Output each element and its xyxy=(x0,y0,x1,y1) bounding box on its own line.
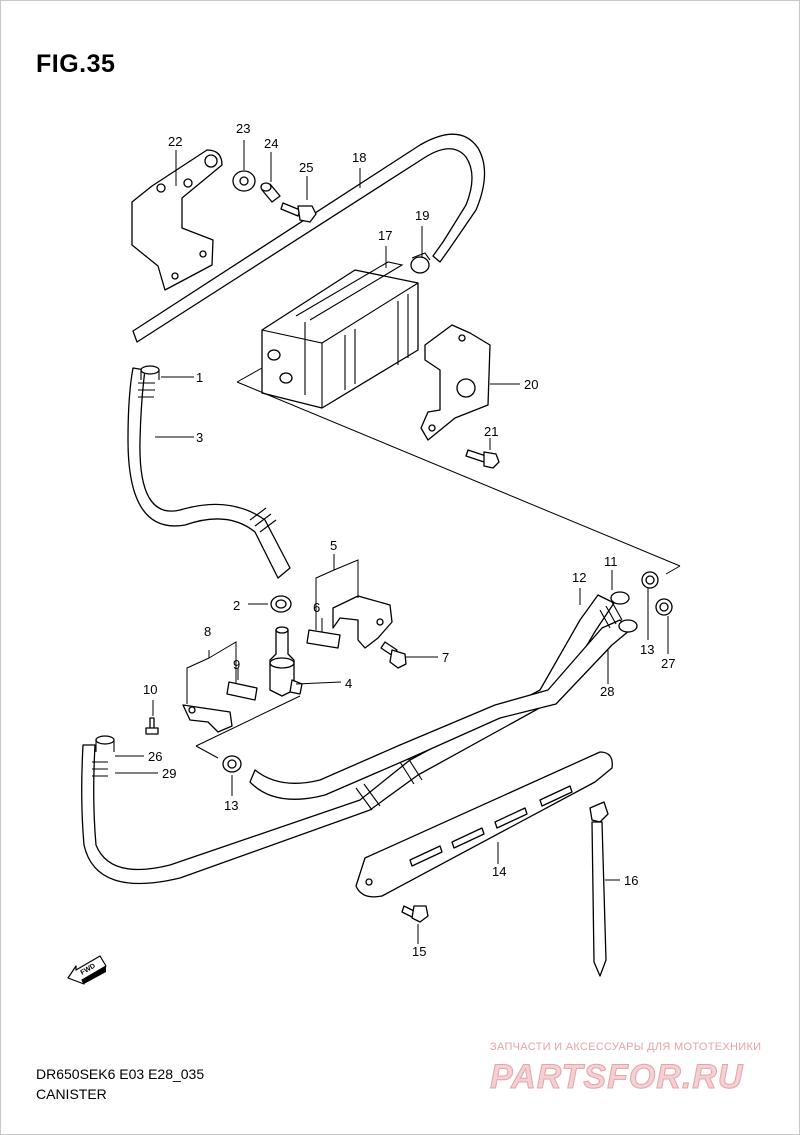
part-20-bracket xyxy=(420,324,491,441)
part-15-screw xyxy=(401,905,429,923)
callout-10: 10 xyxy=(143,682,157,697)
part-16-cable-tie xyxy=(589,801,609,977)
callout-3: 3 xyxy=(196,430,203,445)
callout-20: 20 xyxy=(524,377,538,392)
callout-21: 21 xyxy=(484,424,498,439)
callout-2: 2 xyxy=(233,598,240,613)
callout-26: 26 xyxy=(148,749,162,764)
part-18-hose xyxy=(132,133,486,343)
fwd-arrow-icon: FWD xyxy=(67,955,107,985)
figure-title: FIG.35 xyxy=(36,50,116,78)
part-23-bolt xyxy=(280,202,317,223)
callout-9: 9 xyxy=(233,657,240,672)
part-29-hose xyxy=(81,594,615,885)
part-26-hose-end xyxy=(95,735,115,752)
callout-13-right: 13 xyxy=(640,642,654,657)
part-10-screw xyxy=(145,717,159,735)
watermark-tagline: ЗАПЧАСТИ И АКСЕССУАРЫ ДЛЯ МОТОТЕХНИКИ xyxy=(490,1041,762,1053)
callout-24: 24 xyxy=(264,136,278,151)
part-5-bracket xyxy=(332,595,393,649)
callout-28: 28 xyxy=(600,684,614,699)
callout-1: 1 xyxy=(196,370,203,385)
watermark-brand: PARTSFOR.RU xyxy=(490,1058,744,1096)
callout-4: 4 xyxy=(345,676,352,691)
callout-7: 7 xyxy=(442,650,449,665)
callout-18: 18 xyxy=(352,150,366,165)
callout-5: 5 xyxy=(330,538,337,553)
callout-13-lower: 13 xyxy=(224,798,238,813)
figure-code: DR650SEK6 E03 E28_035 xyxy=(36,1066,205,1082)
callout-23: 23 xyxy=(236,121,250,136)
figure-name: CANISTER xyxy=(36,1086,107,1102)
callout-labels: 1 2 3 4 5 6 7 8 9 10 11 12 13 13 14 15 1… xyxy=(143,121,675,959)
part-17-canister xyxy=(261,261,419,409)
part-22-bracket xyxy=(131,149,223,291)
callout-16: 16 xyxy=(624,873,638,888)
callout-12: 12 xyxy=(572,570,586,585)
part-13-clamp-right xyxy=(641,571,659,589)
part-13-clamp-lower xyxy=(222,755,242,773)
part-8-clamp xyxy=(182,704,233,733)
part-3-hose xyxy=(127,367,291,579)
callout-25: 25 xyxy=(299,160,313,175)
callout-27: 27 xyxy=(661,656,675,671)
callout-15: 15 xyxy=(412,944,426,959)
callout-29: 29 xyxy=(162,766,176,781)
part-27-clamp xyxy=(655,598,673,616)
callout-14: 14 xyxy=(492,864,506,879)
part-25-grommet xyxy=(232,170,256,192)
part-2-clamp xyxy=(270,595,292,613)
part-6-pad xyxy=(306,629,341,649)
part-4-valve xyxy=(269,626,303,697)
part-9-pad xyxy=(226,681,258,701)
part-28-hose xyxy=(249,601,631,800)
part-21-bolt xyxy=(465,449,500,469)
part-12-hose-end xyxy=(618,619,638,633)
part-19-clamp xyxy=(410,252,431,274)
callout-11: 11 xyxy=(604,554,618,569)
callout-6: 6 xyxy=(313,600,320,615)
part-11-hose-end xyxy=(610,591,630,605)
callout-17: 17 xyxy=(378,228,392,243)
part-1-hose-end xyxy=(140,365,160,380)
leader-lines xyxy=(115,140,681,944)
callout-22: 22 xyxy=(168,134,182,149)
callout-19: 19 xyxy=(415,208,429,223)
part-14-plate xyxy=(355,751,613,898)
part-7-bolt xyxy=(380,641,407,669)
callout-8: 8 xyxy=(204,624,211,639)
part-24-collar xyxy=(260,182,281,203)
